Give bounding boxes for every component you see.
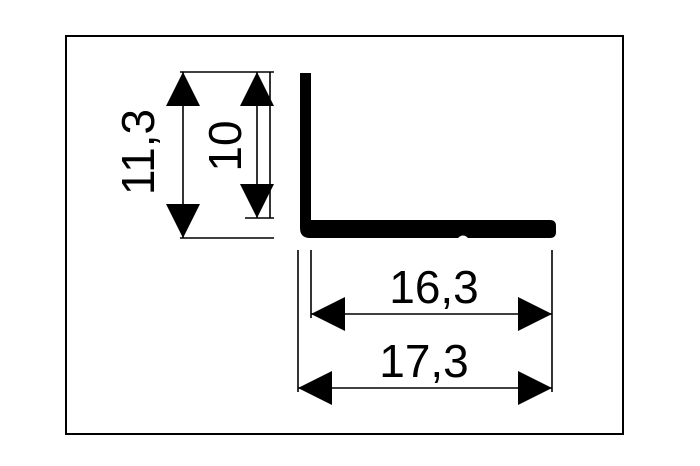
- arrow-outer-width-left: [298, 371, 332, 405]
- arrow-inner-width-left: [311, 297, 345, 331]
- width-arrows: [298, 297, 552, 405]
- width-dimensions: [297, 250, 553, 392]
- l-profile-shape: [300, 73, 556, 238]
- drawing-frame: [65, 35, 624, 435]
- arrow-outer-height-bottom: [166, 204, 200, 238]
- dimension-label-outer-width: 17,3: [379, 335, 469, 387]
- arrow-outer-height-top: [166, 72, 200, 106]
- arrow-inner-width-right: [518, 297, 552, 331]
- dimension-label-inner-height: 10: [199, 120, 251, 171]
- dimension-label-inner-width: 16,3: [389, 261, 479, 313]
- dimension-label-outer-height: 11,3: [112, 109, 164, 195]
- arrow-outer-width-right: [518, 371, 552, 405]
